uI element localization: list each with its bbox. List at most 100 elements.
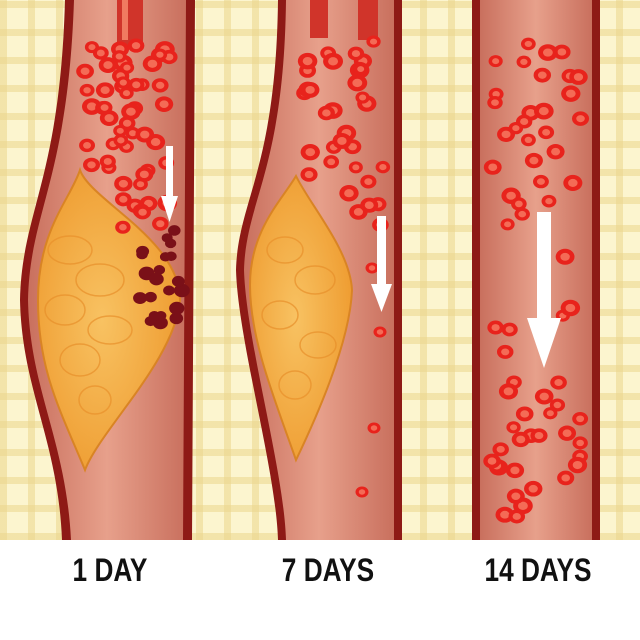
- blood-cell-center: [545, 198, 553, 205]
- blood-cell-center: [156, 220, 165, 228]
- blood-cell-center: [115, 53, 123, 60]
- blood-cell: [133, 292, 148, 304]
- blood-cell-center: [328, 57, 339, 66]
- blood-cell-center: [327, 158, 336, 166]
- blood-cell-center: [512, 512, 521, 520]
- blood-cell-center: [562, 429, 572, 437]
- blood-cell-center: [561, 474, 570, 482]
- blood-cell-center: [136, 181, 145, 188]
- blood-cell-center: [576, 439, 585, 447]
- blood-cell: [171, 315, 183, 324]
- blood-cell-center: [520, 118, 529, 126]
- blood-cell-center: [534, 431, 544, 440]
- caption-14-days: 14 DAYS: [484, 552, 592, 588]
- blood-cell-center: [536, 178, 545, 185]
- blood-cell: [148, 310, 160, 321]
- blood-cell-center: [104, 114, 114, 122]
- caption-1-day: 1 DAY: [72, 552, 148, 588]
- blood-cell-center: [368, 265, 376, 271]
- blood-cell-center: [504, 221, 512, 228]
- blood-cell-center: [572, 460, 583, 470]
- blood-cell-center: [100, 104, 109, 111]
- blood-cell: [174, 283, 190, 298]
- blood-cell-center: [537, 71, 547, 79]
- blood-cell-center: [123, 64, 131, 71]
- blood-cell-center: [305, 148, 316, 157]
- blood-cell-center: [542, 48, 553, 57]
- blood-cells: [483, 37, 590, 524]
- blood-cell-center: [514, 200, 523, 208]
- plaque-texture: [44, 235, 133, 415]
- blood-cell-center: [509, 424, 518, 431]
- blood-cell-center: [131, 42, 141, 50]
- blood-cell-center: [86, 102, 97, 111]
- blood-cell-center: [510, 466, 520, 475]
- blood-cell-center: [119, 195, 128, 203]
- blood-cell-center: [529, 156, 539, 165]
- blood-cell-center: [524, 136, 533, 144]
- blood-cell-center: [512, 125, 520, 132]
- blood-cell-center: [539, 392, 549, 401]
- blood-cell-center: [87, 161, 96, 169]
- blood-cell: [171, 275, 185, 287]
- blood-cell-center: [376, 329, 384, 335]
- down-arrow-icon: [527, 212, 561, 368]
- blood-cell-center: [119, 224, 127, 231]
- blood-cell-center: [150, 138, 161, 147]
- blood-cell-center: [511, 492, 521, 501]
- inflow-streak: [310, 0, 328, 38]
- down-arrow-icon: [371, 216, 392, 312]
- blood-cell-center: [501, 130, 511, 139]
- blood-cell-center: [357, 66, 365, 72]
- blood-cell-center: [551, 147, 561, 156]
- blood-cell-center: [526, 108, 536, 117]
- blood-cell-center: [516, 435, 526, 444]
- blood-cell-center: [491, 99, 499, 106]
- blood-cell: [165, 251, 177, 262]
- blood-cell-center: [352, 164, 360, 171]
- blood-cell-center: [100, 86, 110, 95]
- blood-cell-center: [370, 425, 378, 431]
- blood-cell-center: [554, 379, 563, 387]
- blood-cell-center: [119, 79, 127, 86]
- blood-cell-center: [118, 179, 128, 188]
- blood-cell-center: [122, 90, 131, 97]
- inflow-streak-highlight: [122, 0, 128, 40]
- blood-cell-center: [538, 107, 549, 116]
- blood-cell: [169, 301, 185, 315]
- blood-cell: [168, 225, 181, 236]
- blood-cell-center: [159, 100, 169, 109]
- blood-cell-center: [520, 58, 528, 65]
- blood-cell-center: [505, 326, 514, 333]
- blood-cell-center: [83, 142, 92, 149]
- blood-cell-center: [116, 127, 124, 134]
- blood-cell-center: [557, 48, 567, 56]
- plaque-texture: [261, 236, 337, 400]
- blood-cell-center: [147, 59, 158, 68]
- blood-cell: [136, 245, 150, 257]
- blood-cells: [76, 38, 178, 234]
- blood-cell-center: [520, 410, 530, 418]
- blood-cell-center: [352, 78, 363, 88]
- blood-cell-center: [103, 61, 113, 69]
- blood-cell-center: [88, 44, 96, 51]
- blood-cell-center: [364, 178, 373, 186]
- blood-cell-center: [488, 163, 498, 171]
- blood-cell-center: [510, 378, 518, 386]
- blood-cell-center: [302, 57, 313, 66]
- blood-cell-center: [503, 387, 514, 396]
- blood-cell-center: [528, 484, 538, 493]
- blood-cell-center: [379, 164, 387, 171]
- blood-cell-center: [553, 401, 562, 409]
- inflow-streak: [117, 0, 143, 46]
- illustration-stage: [0, 0, 640, 540]
- blood-cell-center: [496, 445, 505, 453]
- panel-3-artery: [472, 0, 600, 540]
- blood-cell-center: [353, 208, 364, 216]
- blood-cell-center: [518, 501, 528, 510]
- blood-cell-center: [560, 252, 570, 261]
- blood-cell-center: [96, 49, 105, 57]
- blood-cell-center: [542, 128, 551, 136]
- blood-cell-center: [364, 201, 374, 209]
- blood-cell-center: [524, 40, 533, 48]
